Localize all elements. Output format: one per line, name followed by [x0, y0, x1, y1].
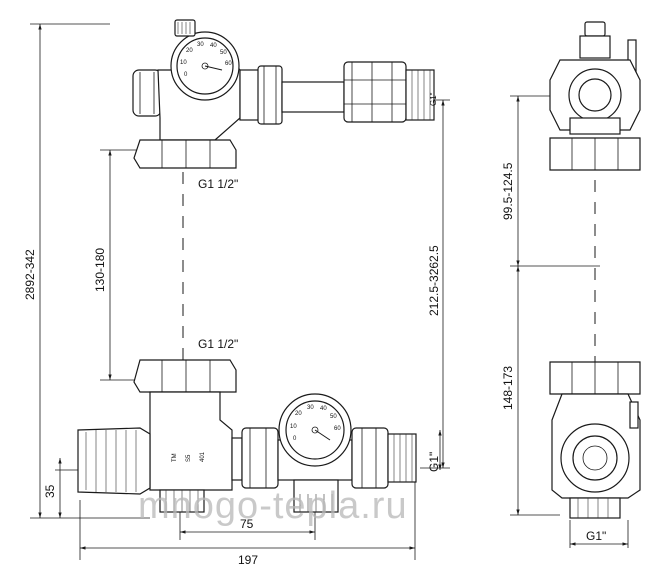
watermark-text: mnogo-tepla.ru [138, 485, 408, 527]
side-view-assembly [549, 21, 641, 519]
top-gauge-scale-2: 20 [186, 48, 193, 54]
thread-label-side: G1" [427, 452, 441, 472]
thread-label-top: G1 1/2" [198, 177, 238, 191]
thread-label-bottom: G1 1/2" [198, 337, 238, 351]
dim-side-top: 99.5-124.5 [501, 162, 515, 220]
top-gauge-scale-6: 60 [225, 61, 232, 67]
labels: G1 1/2" G1 1/2" G1" G1" G1" 2892-342 130… [23, 92, 606, 567]
dim-total-height: 2892-342 [23, 249, 37, 300]
valve-mark-b: 401 [200, 451, 206, 462]
dimension-lines [30, 23, 629, 560]
valve-mark-a: S5 [186, 454, 192, 462]
top-manifold-assembly: 0 10 20 30 40 50 60 [132, 19, 435, 169]
center-lines [182, 150, 596, 365]
bottom-gauge-scale-0: 0 [293, 436, 297, 442]
bottom-gauge-scale-5: 50 [330, 414, 337, 420]
thread-label-right: G1" [586, 529, 606, 543]
dim-inner-width: 75 [240, 517, 254, 531]
top-gauge-scale-3: 30 [197, 42, 204, 48]
bottom-gauge-scale-6: 60 [334, 426, 341, 432]
valve-brand-mark: TM [172, 453, 178, 462]
dim-side-bottom: 148-173 [501, 366, 515, 410]
dim-bottom-offset: 35 [43, 484, 57, 498]
bottom-manifold-assembly: TM S5 401 0 10 20 30 40 50 60 [77, 359, 417, 513]
bottom-gauge-scale-1: 10 [290, 424, 297, 430]
bottom-gauge-scale-3: 30 [307, 405, 314, 411]
top-gauge-scale-4: 40 [210, 43, 217, 49]
top-gauge-scale-0: 0 [184, 72, 188, 78]
small-thread-label: G1" [429, 92, 438, 106]
bottom-gauge-scale-4: 40 [320, 406, 327, 412]
dim-total-width: 197 [238, 553, 258, 567]
dim-right-height: 212.5-3262.5 [427, 245, 441, 316]
top-gauge-scale-1: 10 [180, 60, 187, 66]
dim-center-distance: 130-180 [93, 248, 107, 292]
top-gauge-scale-5: 50 [220, 50, 227, 56]
bottom-gauge-scale-2: 20 [295, 411, 302, 417]
